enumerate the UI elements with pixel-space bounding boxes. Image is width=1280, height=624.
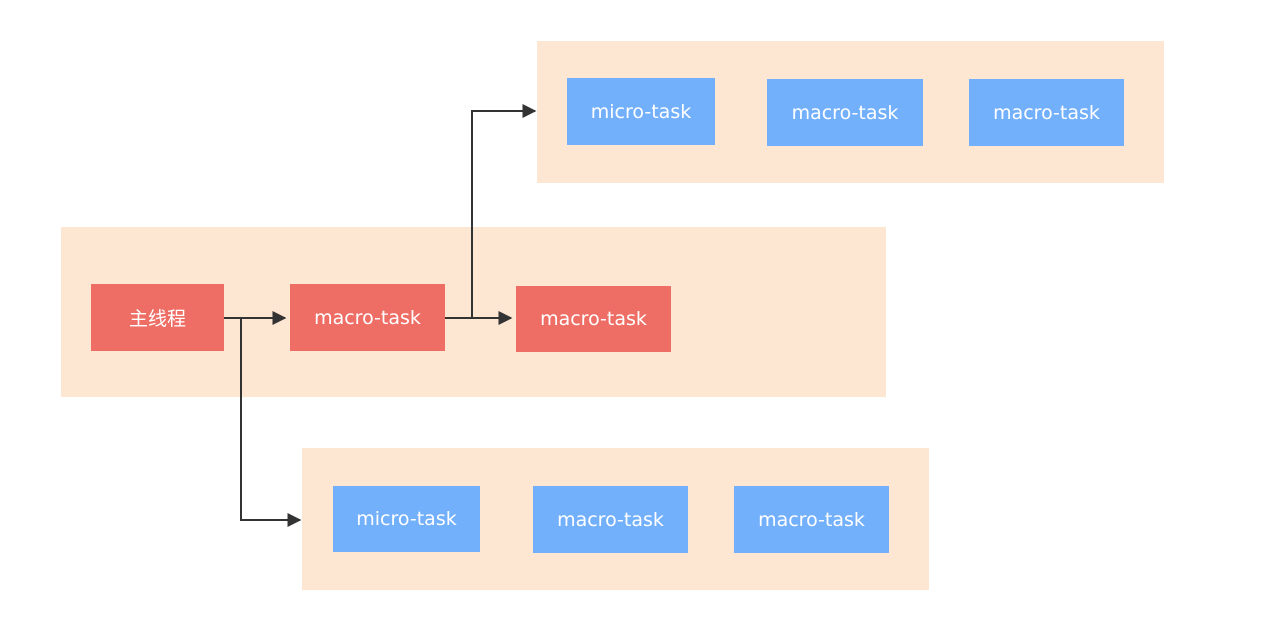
bottom-macro-task-1: macro-task — [533, 486, 688, 553]
bottom-micro-task: micro-task — [333, 486, 480, 552]
main-macro-task-1: macro-task — [290, 284, 445, 351]
bottom-macro-task-2: macro-task — [734, 486, 889, 553]
top-micro-task: micro-task — [567, 78, 715, 145]
top-macro-task-2: macro-task — [969, 79, 1124, 146]
main-macro-task-2: macro-task — [516, 286, 671, 352]
main-thread-node: 主线程 — [91, 284, 224, 351]
top-macro-task-1: macro-task — [767, 79, 923, 146]
